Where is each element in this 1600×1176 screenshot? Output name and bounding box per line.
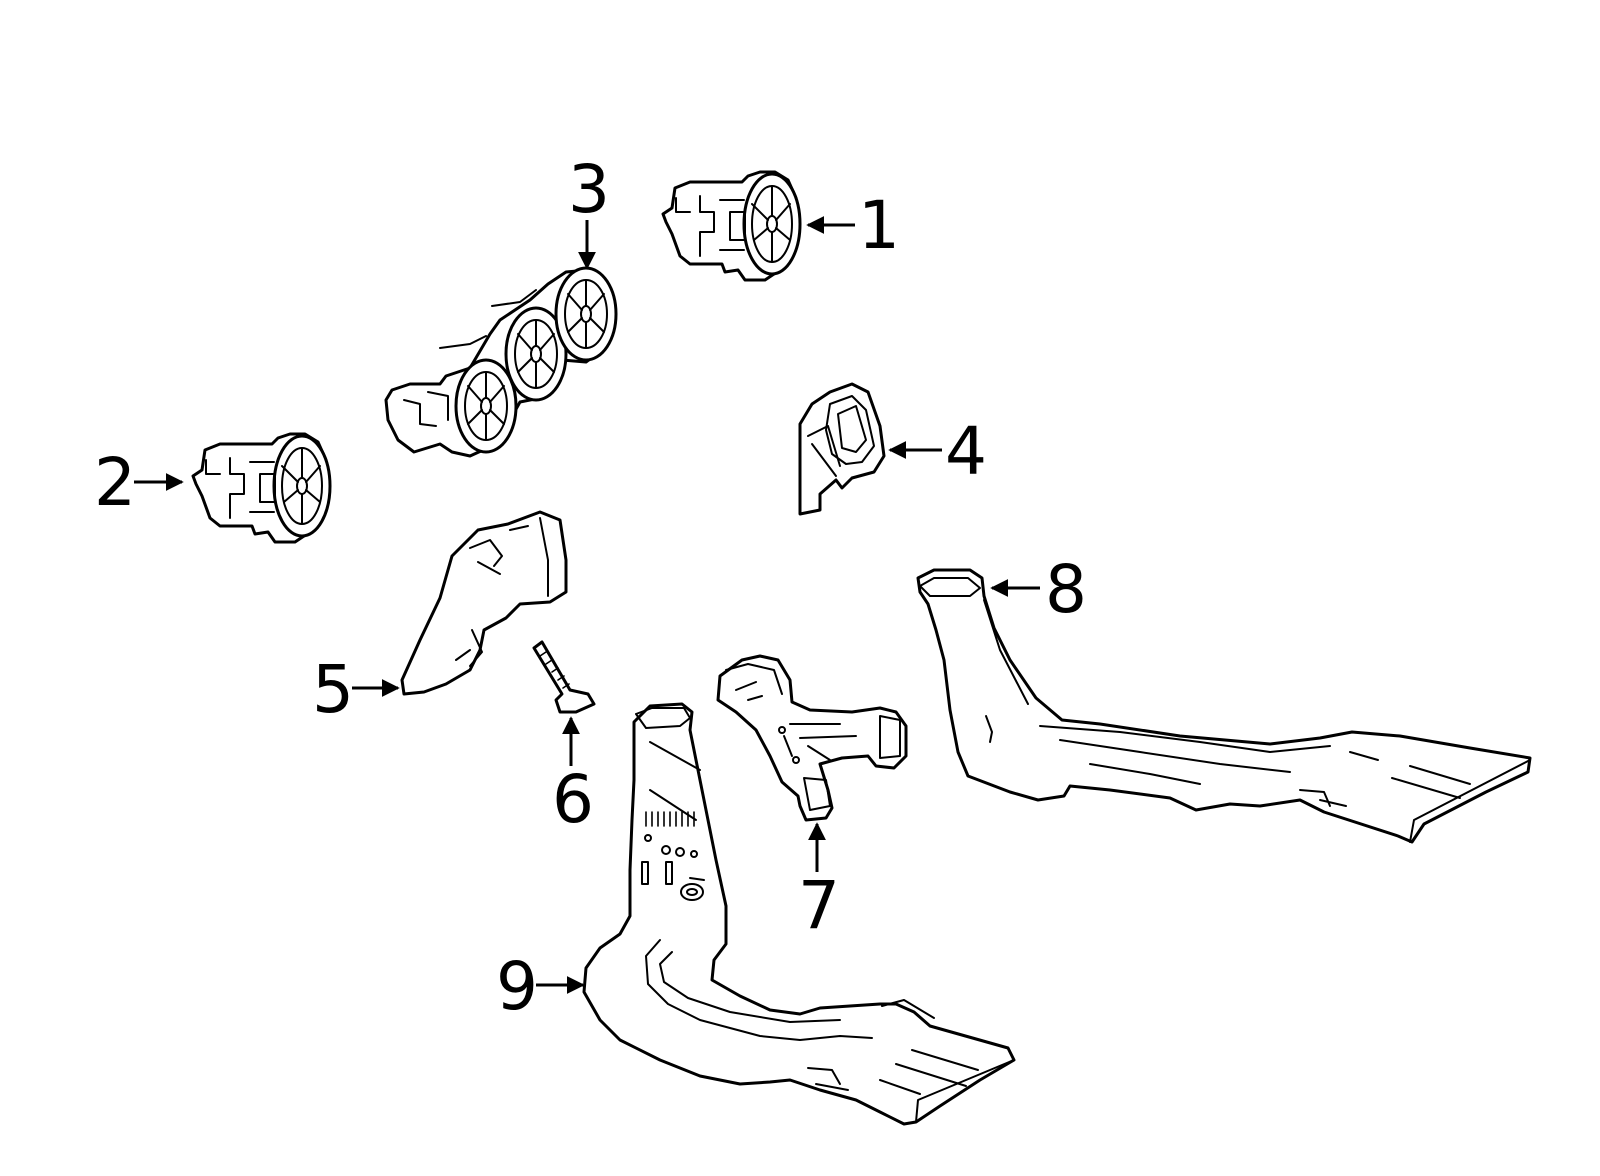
callout-label-8: 8 [1045, 551, 1087, 628]
part-8-right-floor-duct[interactable] [916, 568, 1532, 844]
part-3-triple-vent-assembly[interactable] [384, 266, 618, 458]
part-2-vent-outlet[interactable] [191, 432, 332, 544]
callout-label-5: 5 [312, 651, 354, 728]
part-5-side-duct[interactable] [400, 510, 568, 696]
part-7-center-duct[interactable] [716, 654, 908, 822]
callout-label-6: 6 [552, 761, 594, 838]
callout-arrows [134, 216, 1040, 994]
part-4-duct-adapter[interactable] [798, 382, 886, 516]
callout-label-1: 1 [858, 187, 900, 264]
callout-label-2: 2 [94, 444, 136, 521]
callout-label-4: 4 [945, 413, 987, 490]
part-1-vent-outlet[interactable] [661, 170, 802, 282]
callout-labels: 1 2 3 4 5 6 7 8 9 [94, 151, 1087, 1025]
callout-label-3: 3 [568, 151, 610, 228]
callout-label-9: 9 [496, 948, 538, 1025]
part-6-push-pin-clip[interactable] [532, 640, 596, 714]
part-9-left-floor-duct[interactable] [582, 702, 1016, 1126]
callout-label-7: 7 [798, 867, 840, 944]
